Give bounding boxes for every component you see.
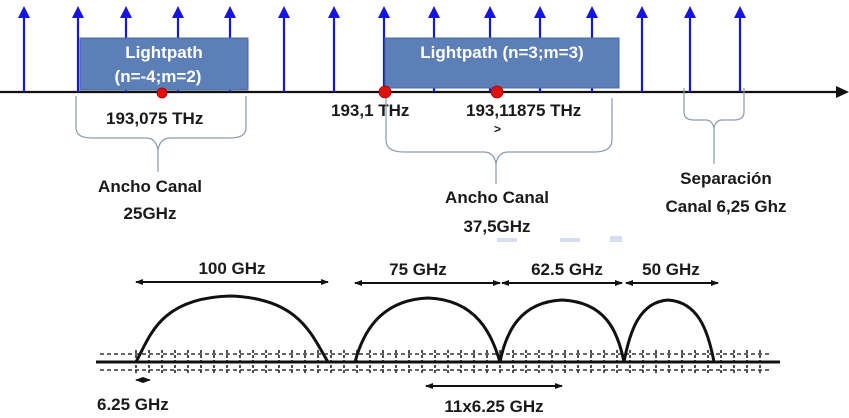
channel-spectrum-50ghz bbox=[622, 298, 716, 363]
grid-arrowhead-9 bbox=[428, 6, 440, 18]
lightpath-left-line2: (n=-4;m=2) bbox=[115, 67, 202, 86]
grid-arrowhead-15 bbox=[734, 6, 746, 18]
grid-arrowhead-3 bbox=[120, 6, 132, 18]
flexgrid-spectrum: 100 GHz 75 GHz 62.5 GHz 50 GHz 6.25 GHz … bbox=[96, 259, 780, 416]
lightpath-left-box: Lightpath (n=-4;m=2) bbox=[79, 37, 249, 91]
lightpath-right-line1: Lightpath (n=3;m=3) bbox=[420, 43, 583, 62]
grid-arrowhead-12 bbox=[586, 6, 598, 18]
grid-arrowhead-14 bbox=[684, 6, 696, 18]
grid-arrowhead-11 bbox=[534, 6, 546, 18]
grid-arrowhead-7 bbox=[328, 6, 340, 18]
lightpath-left-line1: Lightpath bbox=[125, 43, 202, 62]
center-frequency-marker-1 bbox=[156, 87, 168, 99]
grid-arrowhead-8 bbox=[378, 6, 390, 18]
channel-spectrum-62-5ghz bbox=[498, 298, 626, 363]
frequency-label-193-11875: 193,11875 THz bbox=[466, 101, 581, 120]
separation-line1: Separación bbox=[680, 169, 772, 188]
grid-arrowhead-6 bbox=[278, 6, 290, 18]
lightpath-right-box: Lightpath (n=3;m=3) bbox=[384, 37, 620, 89]
channel-spectrum-100ghz bbox=[134, 294, 330, 363]
separation-line2: Canal 6,25 Ghz bbox=[666, 197, 787, 216]
channel-width-right-line2: 37,5GHz bbox=[463, 217, 530, 236]
grid-arrowhead-4 bbox=[172, 6, 184, 18]
bandwidth-label-50ghz: 50 GHz bbox=[642, 260, 700, 279]
bandwidth-label-62-5ghz: 62.5 GHz bbox=[531, 260, 603, 279]
channel-width-right-line1: Ancho Canal bbox=[445, 188, 549, 207]
frequency-axis-arrowhead bbox=[836, 86, 849, 98]
channel-width-left-line2: 25GHz bbox=[124, 204, 177, 223]
channel-spectrum-75ghz bbox=[353, 296, 502, 363]
bandwidth-label-75ghz: 75 GHz bbox=[389, 260, 447, 279]
bandwidth-label-100ghz: 100 GHz bbox=[198, 259, 265, 278]
grid-arrowhead-13 bbox=[636, 6, 648, 18]
grid-arrowhead-5 bbox=[224, 6, 236, 18]
channel-width-left-line1: Ancho Canal bbox=[98, 177, 202, 196]
brace-separation bbox=[683, 88, 745, 129]
grid-arrowhead-1 bbox=[18, 6, 30, 18]
frequency-label-193-1: 193,1 THz bbox=[331, 101, 409, 120]
center-frequency-marker-2 bbox=[378, 85, 392, 99]
center-frequency-marker-3 bbox=[490, 85, 504, 99]
slot-width-label: 6.25 GHz bbox=[97, 395, 169, 414]
grid-arrowhead-2 bbox=[72, 6, 84, 18]
faint-artifacts bbox=[497, 236, 622, 242]
grid-arrowhead-10 bbox=[484, 6, 496, 18]
frequency-label-mark: > bbox=[494, 122, 501, 136]
frequency-label-193-075: 193,075 THz bbox=[106, 109, 203, 128]
span-label: 11x6.25 GHz bbox=[444, 397, 543, 416]
